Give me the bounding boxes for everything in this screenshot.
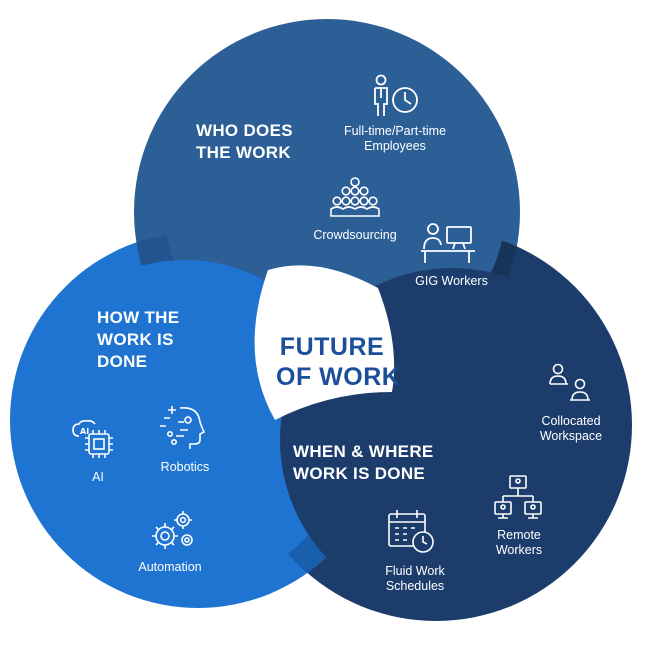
center-title-line1: FUTURE (279, 333, 385, 361)
top-item-crowdsourcing: Crowdsourcing (300, 228, 410, 243)
left-circle-heading: HOW THE WORK IS DONE (97, 307, 179, 373)
collocated-people-icon (548, 362, 592, 406)
top-circle-heading: WHO DOES THE WORK (196, 120, 293, 164)
fluid-line2: Schedules (385, 579, 445, 593)
center-title: FUTURE OF WORK (276, 332, 401, 392)
right-item-remote: Remote Workers (480, 528, 558, 558)
ai-label: AI (92, 470, 104, 484)
right-circle-heading: WHEN & WHERE WORK IS DONE (293, 441, 434, 485)
fluid-line1: Fluid Work (385, 564, 445, 578)
left-item-ai: AI (78, 470, 118, 485)
remote-line1: Remote (497, 528, 541, 542)
gig-workers-label: GIG Workers (415, 274, 488, 288)
top-heading-line2: THE WORK (196, 143, 291, 162)
person-desk-icon (419, 221, 477, 265)
right-heading-line1: WHEN & WHERE (293, 442, 434, 461)
right-item-collocated: Collocated Workspace (526, 414, 616, 444)
left-item-robotics: Robotics (150, 460, 220, 475)
top-item-gig-workers: GIG Workers (404, 274, 499, 289)
network-computers-icon (493, 474, 543, 524)
robot-head-icon (158, 404, 208, 450)
remote-line2: Workers (495, 543, 543, 557)
robotics-label: Robotics (160, 460, 210, 474)
collocated-line2: Workspace (539, 429, 603, 443)
left-item-automation: Automation (125, 560, 215, 575)
center-title-line2: OF WORK (276, 363, 401, 391)
right-item-fluid: Fluid Work Schedules (370, 564, 460, 594)
center-region (254, 265, 395, 420)
top-heading-line1: WHO DOES (196, 121, 293, 140)
right-heading-line2: WORK IS DONE (293, 464, 426, 483)
employees-line1: Full-time/Part-time (343, 124, 447, 138)
left-heading-line3: DONE (97, 352, 148, 371)
person-clock-icon (367, 74, 423, 118)
left-heading-line1: HOW THE (97, 308, 180, 327)
top-item-employees: Full-time/Part-time Employees (330, 124, 460, 154)
left-heading-line2: WORK IS (97, 330, 174, 349)
employees-line2: Employees (364, 139, 426, 153)
svg-text:AI: AI (80, 427, 89, 436)
crowdsourcing-label: Crowdsourcing (313, 228, 397, 242)
ai-chip-icon: AI (71, 420, 121, 464)
collocated-line1: Collocated (541, 414, 601, 428)
gears-icon (149, 510, 197, 552)
automation-label: Automation (138, 560, 202, 574)
crowd-icon (325, 176, 385, 218)
calendar-clock-icon (387, 508, 435, 554)
